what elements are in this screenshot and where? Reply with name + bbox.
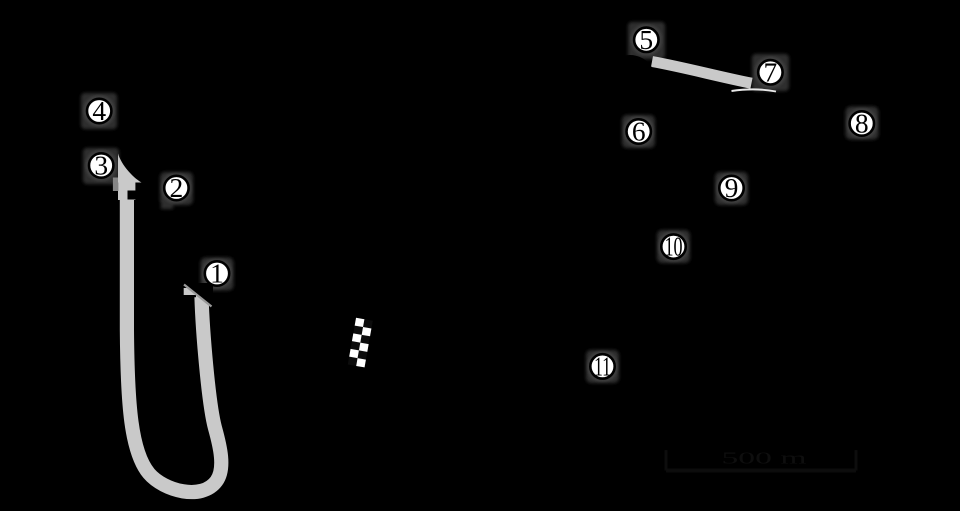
svg-text:1: 1 bbox=[210, 258, 224, 289]
svg-text:3: 3 bbox=[94, 150, 108, 181]
svg-text:6: 6 bbox=[632, 116, 646, 147]
svg-text:500 m: 500 m bbox=[722, 448, 807, 467]
svg-text:4: 4 bbox=[92, 95, 106, 126]
svg-text:10: 10 bbox=[665, 231, 683, 262]
svg-text:2: 2 bbox=[170, 172, 184, 203]
svg-text:5: 5 bbox=[639, 24, 653, 55]
svg-text:9: 9 bbox=[725, 172, 739, 203]
svg-text:11: 11 bbox=[594, 350, 611, 381]
svg-text:8: 8 bbox=[855, 108, 869, 139]
svg-text:7: 7 bbox=[764, 56, 778, 87]
